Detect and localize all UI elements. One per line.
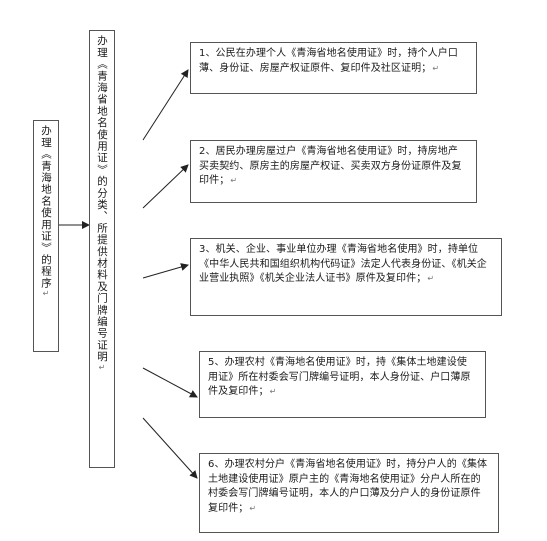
arrow-to-item-5 [142,367,198,398]
material-text-5: 5、办理农村《青海地名使用证》时，持《集体土地建设使用证》所在村委会写门牌编号证… [208,357,471,397]
material-box-2: 2、居民办理房屋过户《青海省地名使用证》时，持房地产买卖契约、原房主的房屋产权证… [190,140,477,203]
arrow-to-item-6 [142,417,198,479]
arrow-to-item-3 [142,263,189,279]
arrow-to-item-2 [142,164,189,209]
category-materials-box: 办理《青海省地名使用证》的分类、所提供材料及门牌编号证明 ↵ [89,30,115,468]
paragraph-mark: ↵ [427,274,435,283]
paragraph-mark: ↵ [432,63,440,73]
material-box-5: 5、办理农村《青海地名使用证》时，持《集体土地建设使用证》所在村委会写门牌编号证… [199,351,486,418]
root-procedure-box: 办理《青海地名使用证》的程序 ↵ [33,120,59,352]
paragraph-mark: ↵ [98,362,106,372]
arrow-to-item-1 [142,69,189,141]
paragraph-mark: ↵ [269,387,277,396]
paragraph-mark: ↵ [230,176,238,185]
material-text-6: 6、办理农村分户《青海省地名使用证》时，持分户人的《集体土地建设使用证》原户主的… [208,459,488,514]
material-box-1: 1、公民在办理个人《青海省地名使用证》时，持个人户口薄、身份证、房屋产权证原件、… [190,42,477,94]
paragraph-mark: ↵ [249,503,257,513]
material-text-2: 2、居民办理房屋过户《青海省地名使用证》时，持房地产买卖契约、原房主的房屋产权证… [199,146,462,186]
material-box-6: 6、办理农村分户《青海省地名使用证》时，持分户人的《集体土地建设使用证》原户主的… [199,453,499,533]
material-box-3: 3、机关、企业、事业单位办理《青海省地名使用》时，持单位《中华人民共和国组织机构… [190,238,502,316]
material-text-1: 1、公民在办理个人《青海省地名使用证》时，持个人户口薄、身份证、房屋产权证原件、… [199,48,458,74]
paragraph-mark: ↵ [42,288,50,298]
material-text-3: 3、机关、企业、事业单位办理《青海省地名使用》时，持单位《中华人民共和国组织机构… [199,244,487,284]
category-materials-label: 办理《青海省地名使用证》的分类、所提供材料及门牌编号证明 [96,35,108,363]
root-procedure-label: 办理《青海地名使用证》的程序 [40,125,52,289]
